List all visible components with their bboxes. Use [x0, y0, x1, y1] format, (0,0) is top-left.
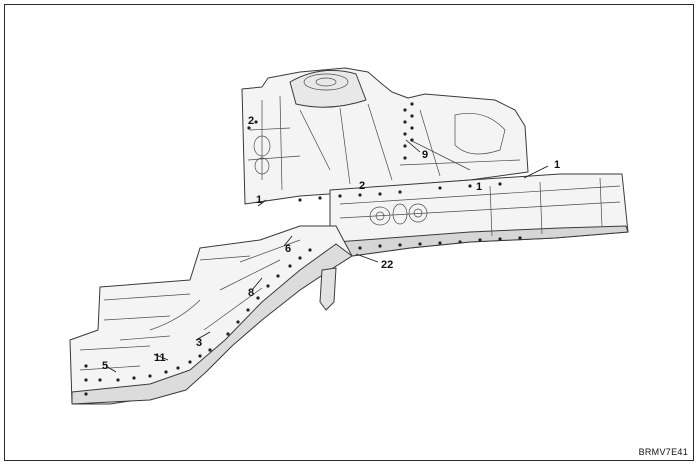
callout-1-left: 1: [256, 194, 263, 206]
rail-flange: [335, 225, 629, 257]
figure-code: BRMV7E41: [638, 447, 688, 457]
figure-frame: [4, 4, 694, 461]
hanging-bracket: [319, 267, 337, 311]
callout-11: 11: [154, 352, 166, 364]
callout-22: 22: [381, 259, 394, 271]
dash-lower-panel: [69, 225, 353, 405]
leader-lines: [105, 139, 549, 373]
callout-5: 5: [102, 360, 109, 372]
callout-8: 8: [248, 287, 255, 299]
callout-2-upper: 2: [248, 115, 255, 127]
weld-spots: [84, 102, 522, 396]
callout-1-right: 1: [554, 159, 561, 171]
callout-2-middle: 2: [359, 180, 366, 192]
callout-9: 9: [422, 149, 429, 161]
callout-3: 3: [196, 337, 203, 349]
callout-6: 6: [285, 243, 292, 255]
callout-1-middle: 1: [476, 181, 483, 193]
